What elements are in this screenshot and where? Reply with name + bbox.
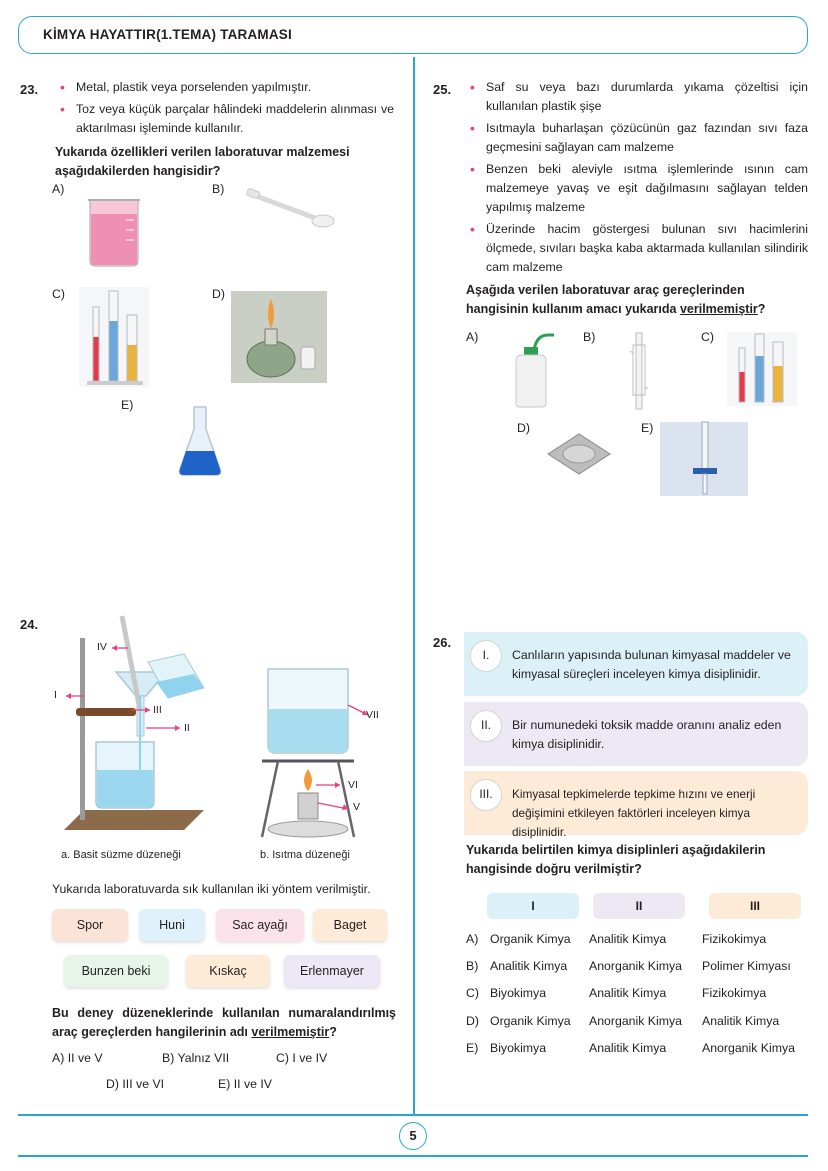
wash-bottle-image (515, 333, 554, 408)
page-header: KİMYA HAYATTIR(1.TEMA) TARAMASI (18, 16, 808, 54)
q26-stem: Yukarıda belirtilen kimya disiplinleri a… (466, 843, 766, 876)
tool-sac-ayagi: Sac ayağı (216, 909, 304, 941)
q25-option-c[interactable]: C) (701, 330, 714, 344)
column-header-ii: II (593, 893, 685, 919)
column-header-i: I (487, 893, 579, 919)
q24-answer-a[interactable]: A) II ve V (52, 1051, 103, 1065)
question-number-23: 23. (20, 82, 39, 97)
q25-option-b[interactable]: B) (583, 330, 596, 344)
label-vi: VI (348, 779, 358, 791)
q24-answer-c[interactable]: C) I ve IV (276, 1051, 328, 1065)
label-i: I (54, 689, 57, 701)
q25-option-e[interactable]: E) (641, 421, 654, 435)
label-vii: VII (366, 709, 379, 721)
q23-option-b[interactable]: B) (212, 182, 225, 196)
card-text: Kimyasal tepkimelerde tepkime hızını ve … (512, 787, 756, 839)
label-v: V (353, 801, 361, 813)
label-iii: III (153, 704, 162, 716)
card-number: I. (470, 640, 502, 672)
q25-option-d[interactable]: D) (517, 421, 530, 435)
page-number: 5 (399, 1122, 427, 1150)
erlenmeyer-flask-image (178, 406, 222, 476)
card-text: Canlıların yapısında bulunan kimyasal ma… (512, 648, 791, 681)
graduated-cylinders-image (727, 332, 797, 406)
tool-baget: Baget (313, 909, 387, 941)
discipline-card-3: III. Kimyasal tepkimelerde tepkime hızın… (464, 771, 808, 839)
tool-bunzen-beki: Bunzen beki (64, 955, 168, 987)
q25-bullet-1: Saf su veya bazı durumlarda yıkama çözel… (470, 78, 808, 116)
card-number: III. (470, 779, 502, 811)
label-ii: II (184, 722, 190, 734)
question-number-24: 24. (20, 617, 39, 632)
q25-bullet-2: Isıtmayla buharlaşan çözücünün gaz fazın… (470, 119, 808, 157)
q23-option-c[interactable]: C) (52, 287, 65, 301)
filtration-label-arrows (66, 645, 180, 731)
q23-stem: Yukarıda özellikleri verilen laboratuvar… (55, 145, 350, 178)
q24-answer-e[interactable]: E) II ve IV (218, 1077, 272, 1091)
tool-huni: Huni (139, 909, 205, 941)
burette-image (660, 421, 748, 496)
page-title: KİMYA HAYATTIR(1.TEMA) TARAMASI (43, 27, 292, 42)
card-text: Bir numunedeki toksik madde oranını anal… (512, 718, 782, 751)
label-iv: IV (97, 641, 107, 653)
card-number: II. (470, 710, 502, 742)
wire-gauze-image (547, 433, 611, 475)
q24-answer-b[interactable]: B) Yalnız VII (162, 1051, 230, 1065)
caption-heating: b. Isıtma düzeneği (260, 849, 350, 861)
column-header-iii: III (709, 893, 801, 919)
question-number-26: 26. (433, 635, 452, 650)
footer-bottom-line (18, 1155, 808, 1157)
q23-option-a[interactable]: A) (52, 182, 65, 196)
q25-bullet-3: Benzen beki aleviyle ısıtma işlemlerinde… (470, 160, 808, 217)
condenser-image (629, 332, 649, 410)
footer-top-line (18, 1114, 808, 1116)
discipline-card-1: I. Canlıların yapısında bulunan kimyasal… (464, 632, 808, 696)
tool-kiskac: Kıskaç (186, 955, 270, 987)
heating-label-arrows (316, 704, 369, 810)
q24-intro: Yukarıda laboratuvarda sık kullanılan ik… (52, 882, 371, 896)
q25-option-a[interactable]: A) (466, 330, 479, 344)
beaker-image (88, 199, 140, 267)
discipline-card-2: II. Bir numunedeki toksik madde oranını … (464, 702, 808, 766)
spatula-spoon-image (246, 188, 335, 228)
q25-bullet-4: Üzerinde hacim göstergesi bulunan sıvı h… (470, 220, 808, 277)
alcohol-burner-image (231, 291, 327, 383)
q25-stem: Aşağıda verilen laboratuvar araç gereçle… (466, 283, 766, 316)
tool-erlenmayer: Erlenmayer (284, 955, 380, 987)
tool-spor: Spor (52, 909, 128, 941)
heating-setup-diagram (260, 668, 356, 838)
q23-option-e[interactable]: E) (121, 398, 134, 412)
q23-bullet-1: Metal, plastik veya porselenden yapılmış… (60, 78, 394, 97)
q24-answer-d[interactable]: D) III ve VI (106, 1077, 165, 1091)
caption-filtration: a. Basit süzme düzeneği (61, 849, 181, 861)
simple-filtration-diagram (64, 615, 205, 830)
graduated-cylinders-image (79, 287, 149, 387)
q23-bullet-2: Toz veya küçük parçalar hâlindeki maddel… (60, 100, 394, 138)
question-number-25: 25. (433, 82, 452, 97)
q24-stem: Bu deney düzeneklerinde kullanılan numar… (52, 1006, 396, 1039)
q23-option-d[interactable]: D) (212, 287, 225, 301)
column-divider (413, 57, 415, 1114)
